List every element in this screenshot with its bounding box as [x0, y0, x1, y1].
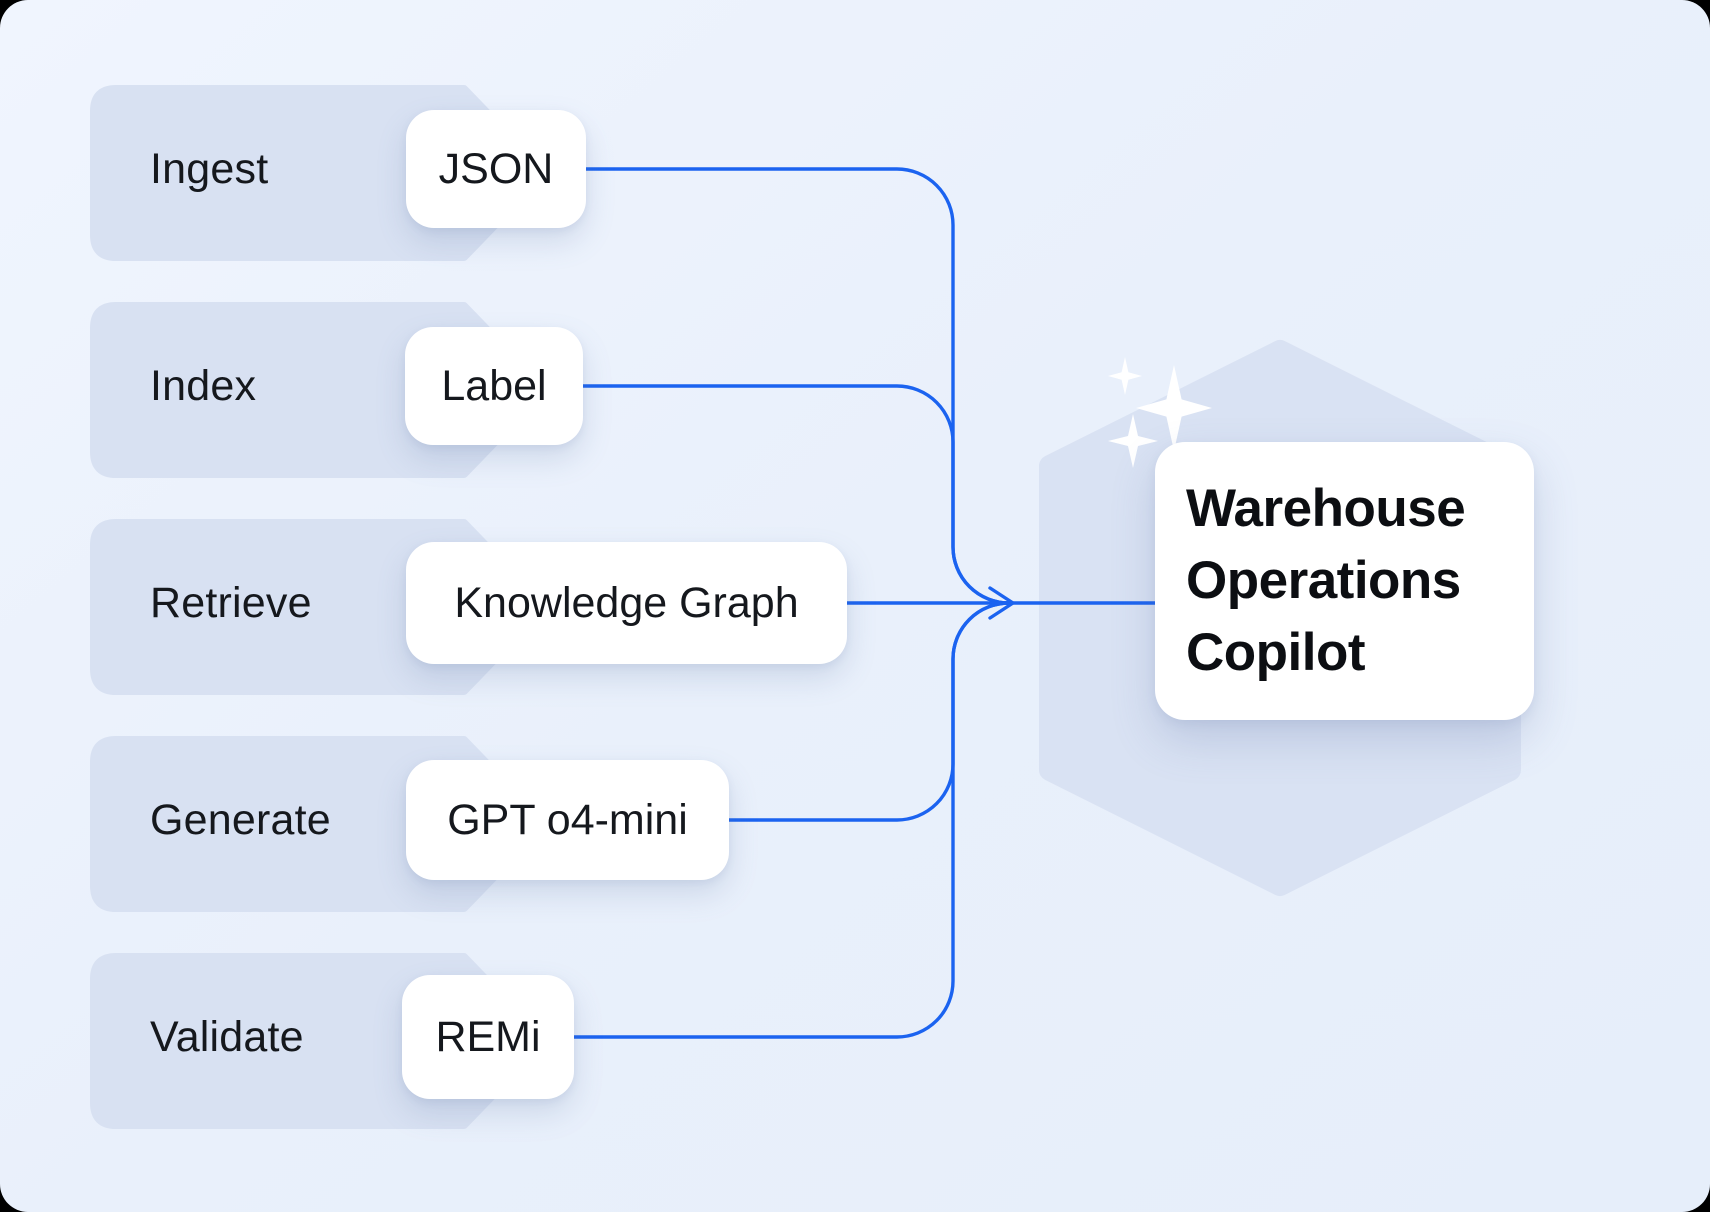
value-box-remi: REMi [402, 975, 574, 1099]
hub-box: Warehouse Operations Copilot [1155, 442, 1534, 720]
connector-lines [572, 167, 1157, 1039]
stage-label-ingest: Ingest [150, 144, 269, 193]
hub-title-line-3: Copilot [1186, 623, 1366, 682]
stage-label-validate: Validate [150, 1012, 304, 1061]
stage-label-retrieve: Retrieve [150, 578, 312, 627]
sparkle-medium-icon [1108, 414, 1158, 468]
sparkle-small-icon [1108, 357, 1142, 395]
hub-title-line-2: Operations [1186, 551, 1461, 610]
value-box-label: Label [405, 327, 583, 445]
connector-index [581, 384, 1011, 605]
stage-label-index: Index [150, 361, 257, 410]
value-box-json: JSON [406, 110, 586, 228]
hub-title-line-1: Warehouse [1186, 479, 1466, 538]
stage-label-generate: Generate [150, 795, 331, 844]
sparkles-icon [1108, 357, 1212, 468]
arrowhead-icon [988, 586, 1015, 620]
value-box-knowledge-graph: Knowledge Graph [406, 542, 847, 664]
sparkle-large-icon [1136, 365, 1212, 451]
value-box-gpt-o4-mini: GPT o4-mini [406, 760, 729, 880]
connector-validate [572, 601, 1011, 1039]
